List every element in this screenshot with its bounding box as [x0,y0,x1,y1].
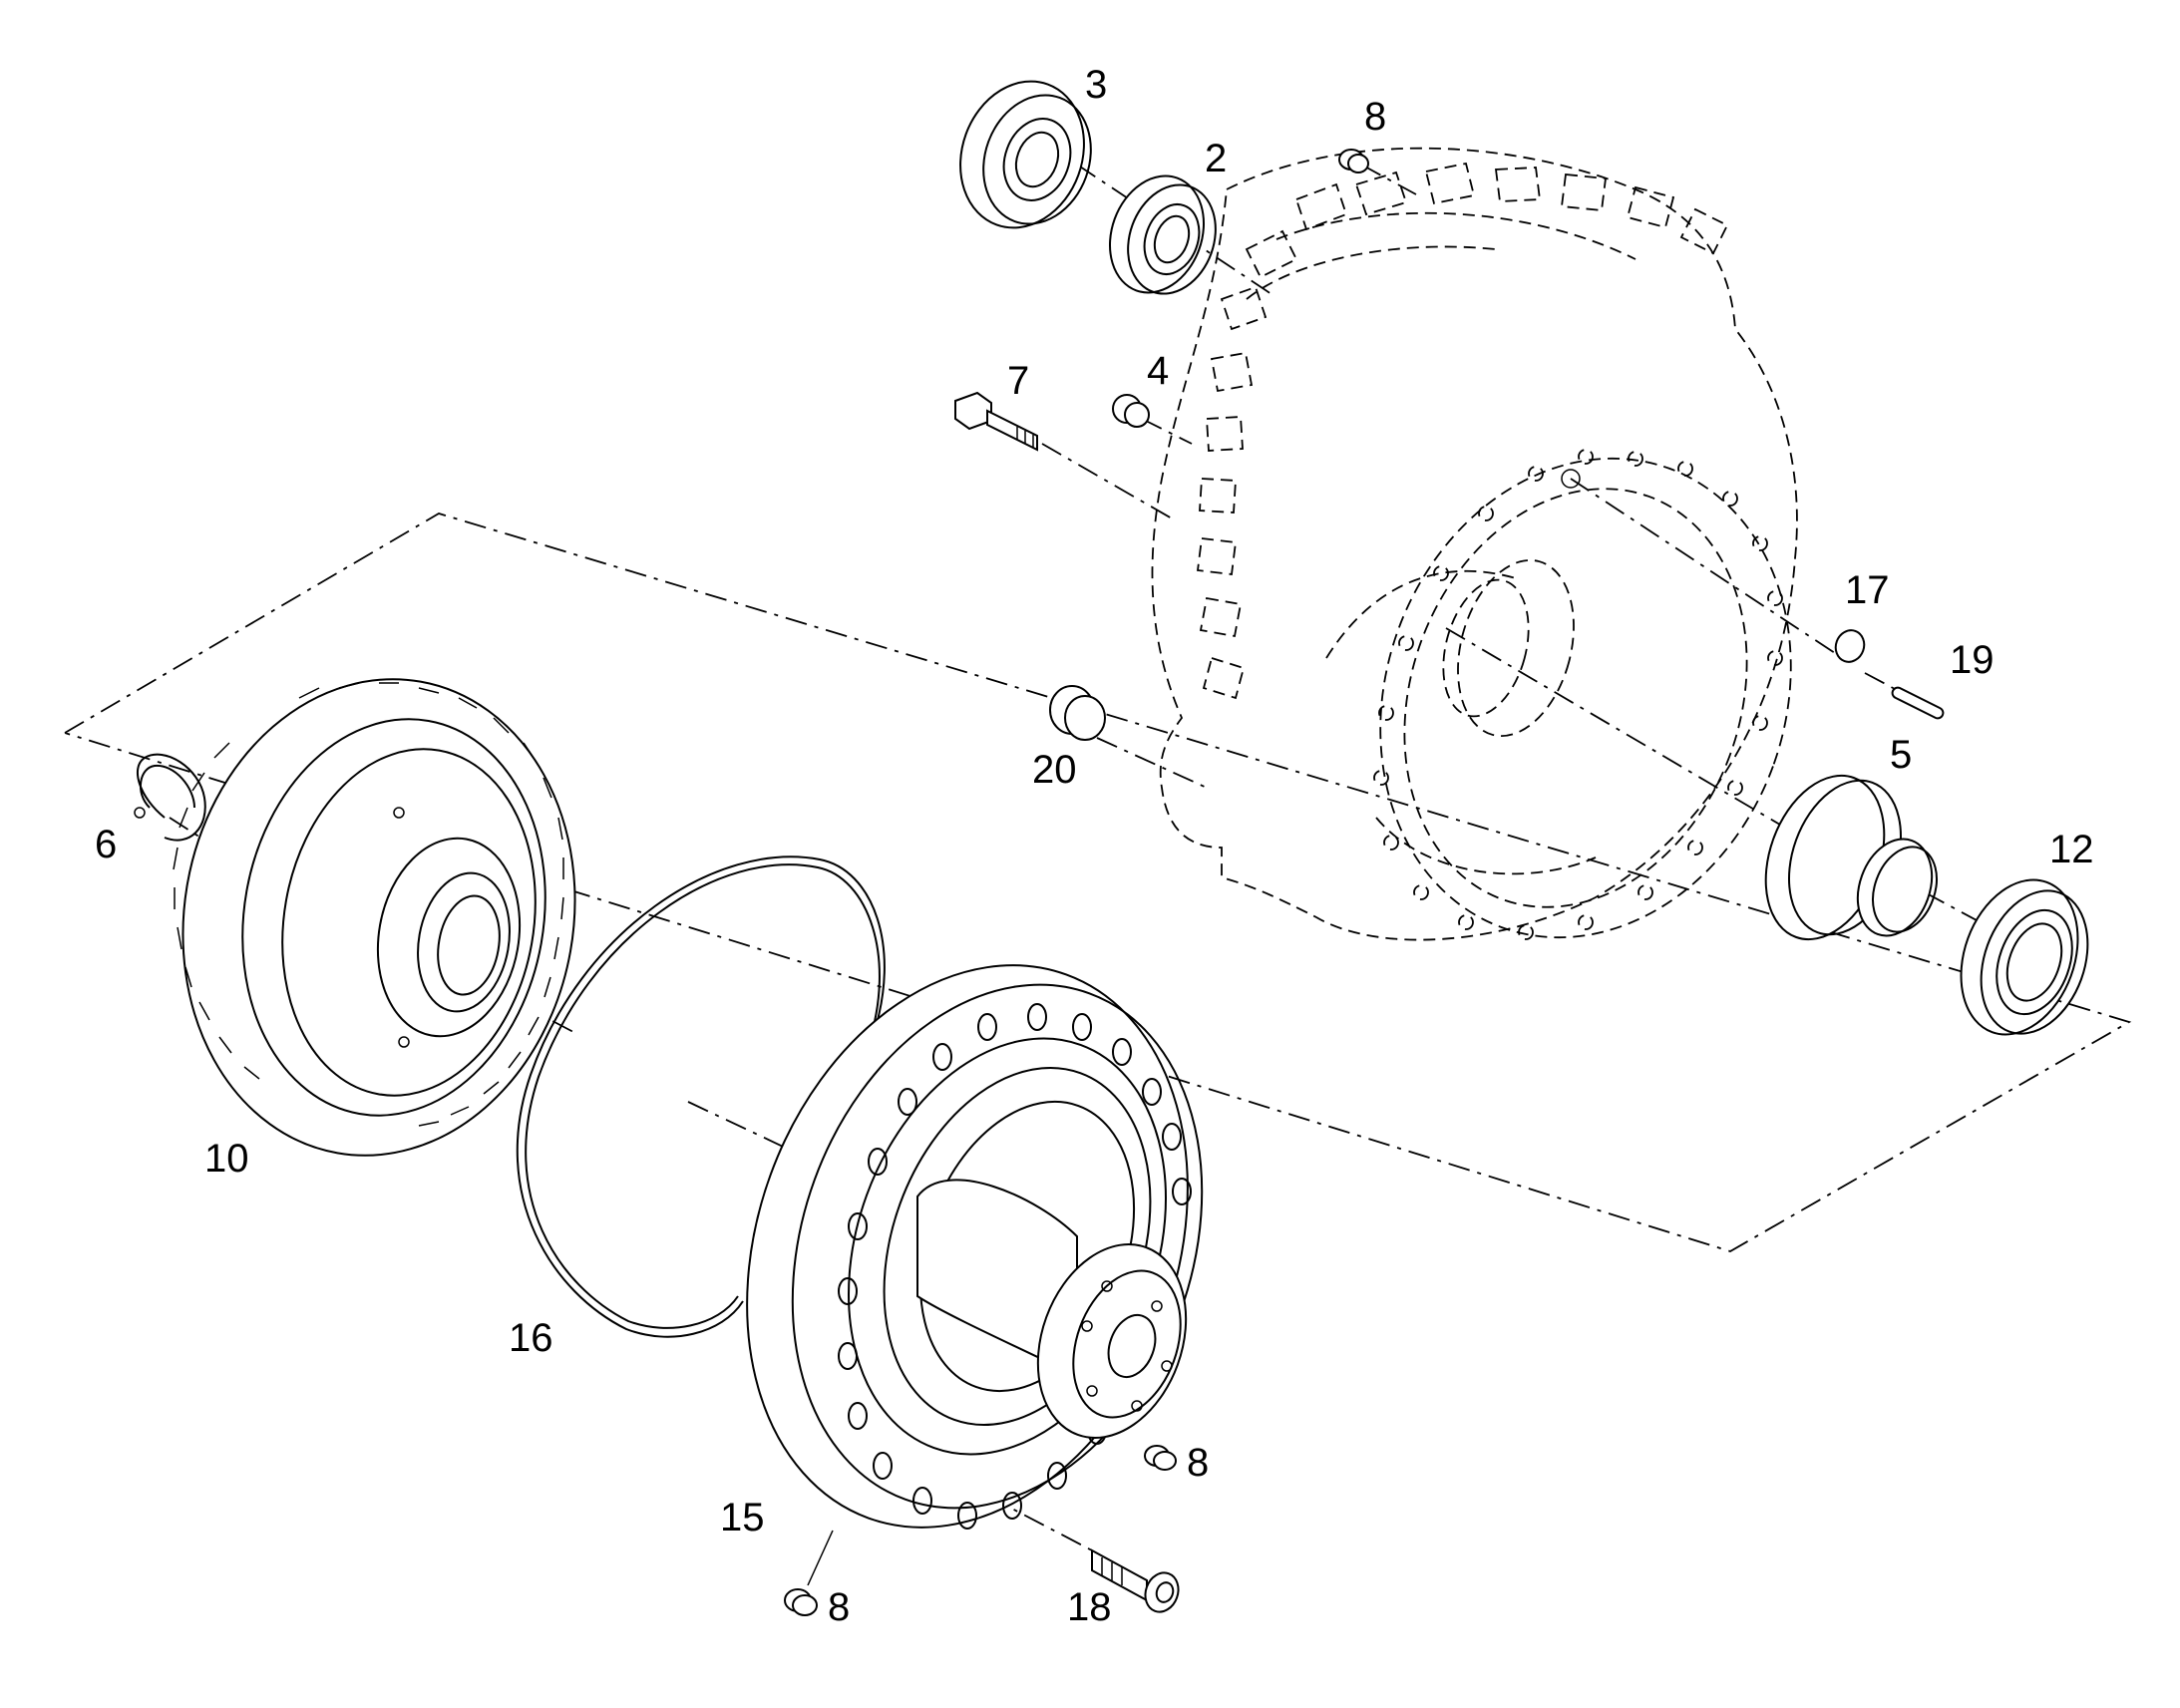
callout-12: 12 [2049,828,2094,871]
housing-port [1561,469,1581,489]
o-ring-part-16 [525,863,881,1329]
pin-part-19 [1891,686,1945,720]
bolt-part-7 [954,391,1038,452]
callout-6: 6 [95,823,117,866]
callout-17: 17 [1845,568,1890,612]
callout-2: 2 [1205,137,1227,180]
callout-3: 3 [1085,63,1107,107]
leader-part-15 [807,1530,834,1586]
carrier-part-15 [746,964,1204,1530]
plug-part-8-right [1144,1445,1177,1471]
callout-10: 10 [204,1137,249,1181]
plug-part-20 [1049,685,1106,741]
callout-8-bottom: 8 [828,1585,850,1629]
assembly-envelope [64,512,2132,1252]
plug-part-8-bottom [784,1588,818,1616]
bearing-part-2 [1108,174,1217,295]
callout-labels: 3 2 8 7 4 17 19 20 5 12 6 10 16 8 15 8 1… [95,63,2094,1629]
callout-15: 15 [720,1496,765,1539]
bearing-part-12 [1960,878,2089,1036]
snap-ring-part-6 [134,753,206,842]
callout-19: 19 [1950,638,1995,682]
hub-part-5 [1764,774,1938,941]
plug-part-4 [1112,394,1150,428]
housing-bolt-holes [1373,449,1783,940]
callout-20: 20 [1032,748,1077,792]
bearing-part-3 [959,80,1092,229]
callout-7: 7 [1007,359,1029,403]
callout-8-top: 8 [1364,95,1386,139]
callout-18: 18 [1067,1585,1112,1629]
cap-screw-part-18 [1091,1548,1180,1613]
plug-part-8-top [1338,149,1369,173]
o-ring-part-17 [1834,629,1866,663]
gear-part-10 [173,678,576,1157]
callout-4: 4 [1147,349,1169,393]
callout-8-right: 8 [1187,1441,1209,1485]
housing-ghost [1151,147,1798,941]
callout-5: 5 [1890,733,1912,777]
callout-16: 16 [509,1316,553,1360]
